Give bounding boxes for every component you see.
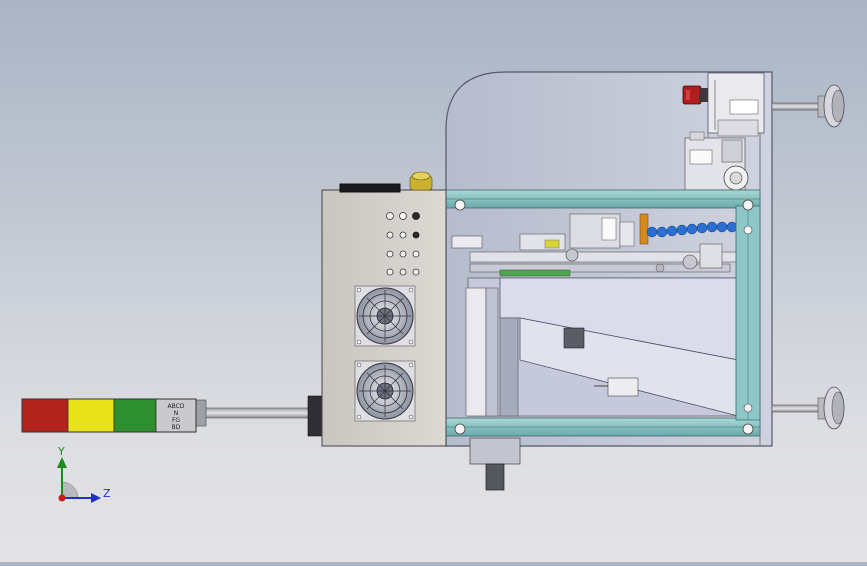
signal-segment-yellow: [67, 398, 115, 433]
upper-mechanism: [684, 72, 765, 191]
leveling-foot-bottom: [771, 386, 845, 430]
triad-y-arrow-icon: [57, 457, 67, 468]
triad-z-label: Z: [103, 487, 111, 500]
signal-tower: ABCD N FG BD: [21, 398, 311, 433]
aluminum-frame: [445, 189, 761, 437]
signal-tower-label: ABCD N FG BD: [168, 403, 185, 431]
feeder-base: [465, 277, 739, 417]
machine-assembly[interactable]: ABCD N FG BD: [21, 71, 845, 491]
signal-segment-green: [113, 398, 157, 433]
tower-label-line-3: FG: [172, 417, 180, 424]
cooling-fan-upper-icon: [354, 285, 416, 347]
coordinate-triad: Y Z: [57, 445, 111, 503]
triad-origin-icon: [58, 494, 66, 502]
emergency-stop-button[interactable]: [682, 85, 708, 105]
leveling-foot-top: [771, 84, 845, 128]
cooling-fan-lower-icon: [354, 360, 416, 422]
triad-y-label: Y: [57, 445, 65, 458]
tower-label-line-2: N: [174, 410, 179, 417]
bottom-cylinder: [469, 437, 521, 491]
panel-indicators: [386, 212, 420, 276]
signal-segment-red: [21, 398, 69, 433]
tower-label-line-1: ABCD: [168, 403, 185, 410]
tower-label-line-4: BD: [172, 424, 181, 431]
triad-z-arrow-icon: [91, 493, 101, 503]
